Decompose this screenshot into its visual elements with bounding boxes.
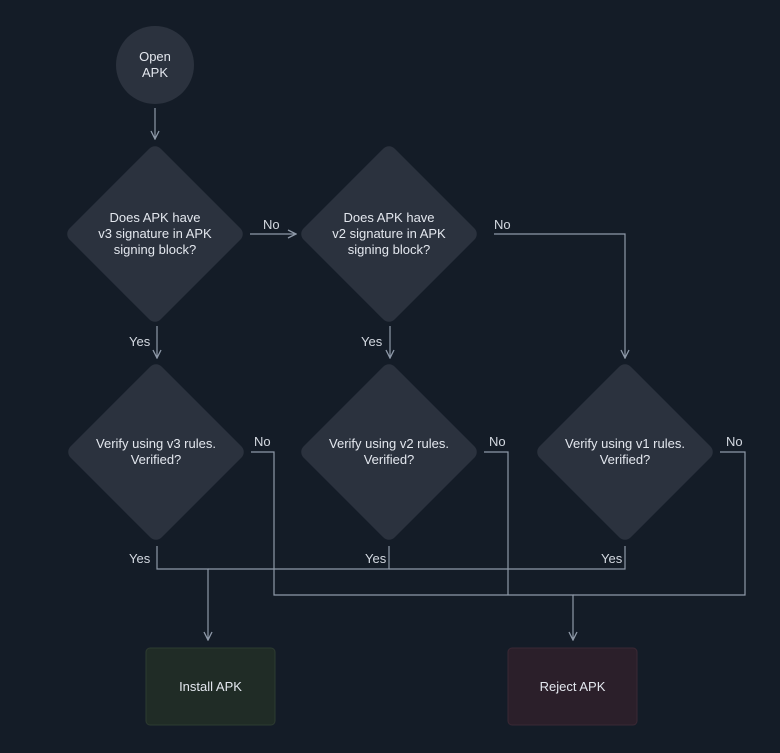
edge-label-v2-verify-no: No (489, 434, 506, 449)
edge-v1-verify-yes (389, 546, 626, 570)
v1-verify-question: Verify using v1 rules. Verified? (565, 436, 685, 467)
v2-verify-question: Verify using v2 rules. Verified? (329, 436, 449, 467)
reject-apk-label: Reject APK (539, 678, 606, 694)
install-apk-node (145, 647, 276, 726)
edge-label-v2-sig-yes: Yes (361, 334, 383, 349)
edge-v2-verify-yes (208, 546, 390, 570)
start-label: Open APK (139, 49, 171, 80)
edge-v3-verify-no (251, 451, 573, 640)
edge-label-v3-sig-yes: Yes (129, 334, 151, 349)
edge-v2-verify-no (484, 451, 509, 595)
v3-verify-question: Verify using v3 rules. Verified? (96, 436, 216, 467)
decision-v3-signature (67, 146, 243, 322)
edge-label-v3-sig-no: No (263, 217, 280, 232)
decision-v3-verify (68, 364, 244, 540)
edge-v2-sig-no (494, 233, 625, 358)
start-node (116, 26, 194, 104)
edge-label-v2-verify-yes: Yes (365, 551, 387, 566)
v2-signature-question: Does APK have v2 signature in APK signin… (332, 210, 446, 257)
decision-v1-verify (537, 364, 713, 540)
install-apk-label: Install APK (179, 678, 242, 694)
decision-v2-signature (301, 146, 477, 322)
edge-v1-verify-no (573, 451, 746, 596)
edge-v3-verify-yes (156, 546, 208, 640)
edge-label-v1-verify-no: No (726, 434, 743, 449)
edge-label-v1-verify-yes: Yes (601, 551, 623, 566)
reject-apk-node (507, 647, 638, 726)
edge-label-v3-verify-yes: Yes (129, 551, 151, 566)
edge-label-v3-verify-no: No (254, 434, 271, 449)
edge-label-v2-sig-no: No (494, 217, 511, 232)
v3-signature-question: Does APK have v3 signature in APK signin… (98, 210, 212, 257)
decision-v2-verify (301, 364, 477, 540)
